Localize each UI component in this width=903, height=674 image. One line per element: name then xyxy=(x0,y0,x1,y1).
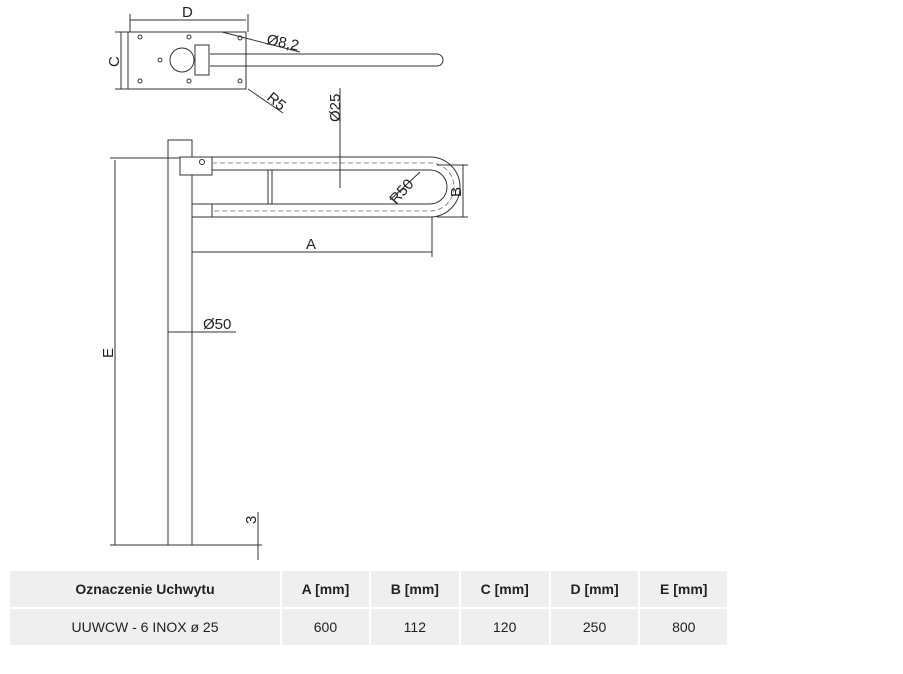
table-cell: 250 xyxy=(548,607,641,647)
dimensions-table: Oznaczenie Uchwytu A [mm] B [mm] C [mm] … xyxy=(8,569,729,647)
col-header: B [mm] xyxy=(368,569,461,609)
table-cell: UUWCW - 6 INOX ø 25 xyxy=(8,607,282,647)
col-header: Oznaczenie Uchwytu xyxy=(8,569,282,609)
col-header: C [mm] xyxy=(458,569,551,609)
label-gap: 3 xyxy=(243,516,260,524)
bracket xyxy=(179,156,213,176)
label-post-diameter: Ø50 xyxy=(203,316,231,333)
label-r5: R5 xyxy=(263,89,289,114)
table-cell: 112 xyxy=(368,607,461,647)
label-r50: R50 xyxy=(386,176,417,208)
mounting-plate xyxy=(127,31,247,90)
technical-drawing: D C Ø8,2 R5 Ø25 R50 B A E Ø50 3 xyxy=(100,4,468,560)
label-b: B xyxy=(448,187,465,197)
table-header-row: Oznaczenie Uchwytu A [mm] B [mm] C [mm] … xyxy=(8,569,729,609)
label-tube-diameter: Ø25 xyxy=(327,94,344,122)
label-e: E xyxy=(100,348,117,358)
bar-top-view xyxy=(210,53,444,67)
label-d: D xyxy=(182,4,193,21)
col-header: A [mm] xyxy=(280,569,371,609)
side-view xyxy=(110,88,468,560)
grab-bar xyxy=(212,156,461,218)
col-header: E [mm] xyxy=(638,569,729,609)
table-cell: 120 xyxy=(458,607,551,647)
label-a: A xyxy=(306,236,316,253)
table-row: UUWCW - 6 INOX ø 25 600 112 120 250 800 xyxy=(8,607,729,647)
post xyxy=(167,139,193,546)
label-c: C xyxy=(106,56,123,67)
col-header: D [mm] xyxy=(548,569,641,609)
top-view xyxy=(115,14,444,114)
table-cell: 600 xyxy=(280,607,371,647)
label-hole-diameter: Ø8,2 xyxy=(265,31,300,54)
table-cell: 800 xyxy=(638,607,729,647)
